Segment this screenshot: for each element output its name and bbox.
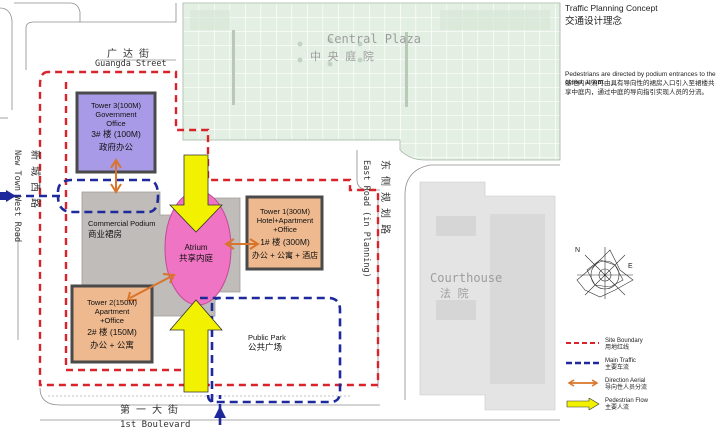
description-cn: 基地内人流可由具有导向性的裙房入口引入至裙楼共享中庭内，通过中庭的导向指引实现人… (565, 80, 715, 96)
legend-direction-aerial-cn: 导向性人员分流 (605, 385, 648, 391)
panel-title-en: Traffic Planning Concept (565, 3, 658, 13)
tower3-en3: Office (106, 119, 125, 128)
newtown-road-en: New Town West Road (12, 150, 22, 242)
legend-site-boundary-cn: 用地红线 (605, 345, 630, 351)
tower3-cn2: 政府办公 (99, 142, 134, 152)
tower2-box (70, 284, 154, 364)
tower1-cn2: 办公 + 公寓 + 酒店 (252, 250, 318, 260)
tower1-en3: +Office (273, 225, 297, 234)
park-label-en: Public Park (248, 333, 286, 342)
compass-rose (576, 247, 634, 299)
description-en: Pedestrians are directed by podium entra… (565, 71, 716, 86)
tower3-label: Tower 3(100M) Government Office 3# 楼 (10… (91, 101, 142, 152)
atrium-label-en: Atrium (184, 243, 207, 252)
traffic-arrow-stem (0, 192, 8, 200)
traffic-arrow-west (6, 190, 16, 202)
courthouse-cn: 法 院 (440, 286, 469, 300)
atrium-label-cn: 共享内庭 (179, 253, 214, 263)
first-boulevard-cn: 第 一 大 街 (120, 403, 178, 416)
traffic-arrow-south (214, 406, 226, 418)
tower2-en1: Tower 2(150M) (87, 298, 138, 307)
east-road-cn: 东 侧 规 划 路 (379, 160, 392, 234)
main-traffic-routes (0, 178, 342, 425)
courthouse-en: Courthouse (430, 271, 502, 285)
tower1-box (245, 195, 324, 271)
tower2-cn1: 2# 楼 (150M) (87, 327, 137, 337)
tower2-label: Tower 2(150M) Apartment +Office 2# 楼 (15… (87, 298, 138, 350)
tower1-label: Tower 1(300M) Hotel+Apartment +Office 1#… (252, 207, 318, 260)
legend-main-traffic-cn: 主要车流 (605, 365, 630, 371)
site-boundary-line (38, 70, 380, 387)
direction-aerial-swatch (567, 379, 599, 387)
site-boundary-line-2 (64, 82, 188, 372)
guangda-street-en: Guangda Street (95, 59, 167, 69)
pedestrian-flow-swatch (566, 398, 600, 410)
podium-label-en: Commercial Podium (88, 219, 156, 228)
public-park-area (220, 300, 325, 375)
legend-direction-aerial-en: Direction Aerial (605, 378, 646, 384)
legend-site-boundary-en: Site Boundary (605, 338, 643, 344)
park-label-cn: 公共广场 (248, 342, 282, 352)
first-boulevard-en: 1st Boulevard (120, 420, 190, 430)
legend-main-traffic-en: Main Traffic (605, 358, 636, 364)
site-boundary-swatch (566, 342, 599, 344)
central-plaza-en: Central Plaza (327, 32, 421, 46)
info-panel: Traffic Planning Concept 交通设计理念 Pedestri… (565, 0, 720, 435)
central-plaza (182, 2, 561, 161)
pedestrian-arrow-north (169, 154, 223, 233)
direction-arrows (110, 158, 260, 301)
legend-pedestrian-flow-en: Pedestrian Flow (605, 398, 649, 404)
tower1-en1: Tower 1(300M) (260, 207, 311, 216)
compass-n-label: N (575, 247, 580, 254)
tower2-en3: +Office (100, 316, 124, 325)
tower2-en2: Apartment (95, 307, 131, 316)
guangda-street-cn: 广 达 街 (107, 47, 149, 60)
panel-title-cn: 交通设计理念 (565, 16, 623, 27)
tower3-en2: Government (95, 110, 137, 119)
tower2-cn2: 办公 + 公寓 (90, 340, 134, 350)
east-road-en: East Road (in Planning) (361, 160, 371, 278)
courthouse-building (419, 181, 556, 411)
tower1-cn1: 1# 楼 (300M) (260, 237, 310, 247)
tower1-en2: Hotel+Apartment (257, 216, 314, 225)
tower3-en1: Tower 3(100M) (91, 101, 142, 110)
podium-label-cn: 商业裙房 (88, 229, 122, 239)
newtown-road-cn: 新 城 西 路 (29, 150, 42, 208)
pedestrian-arrow-south (169, 299, 223, 393)
tower3-cn1: 3# 楼 (100M) (91, 129, 141, 139)
compass-e-label: E (628, 263, 633, 270)
main-traffic-swatch (566, 361, 599, 365)
legend-pedestrian-flow-cn: 主要人流 (605, 405, 630, 411)
central-plaza-cn: 中 央 庭 院 (310, 49, 374, 63)
